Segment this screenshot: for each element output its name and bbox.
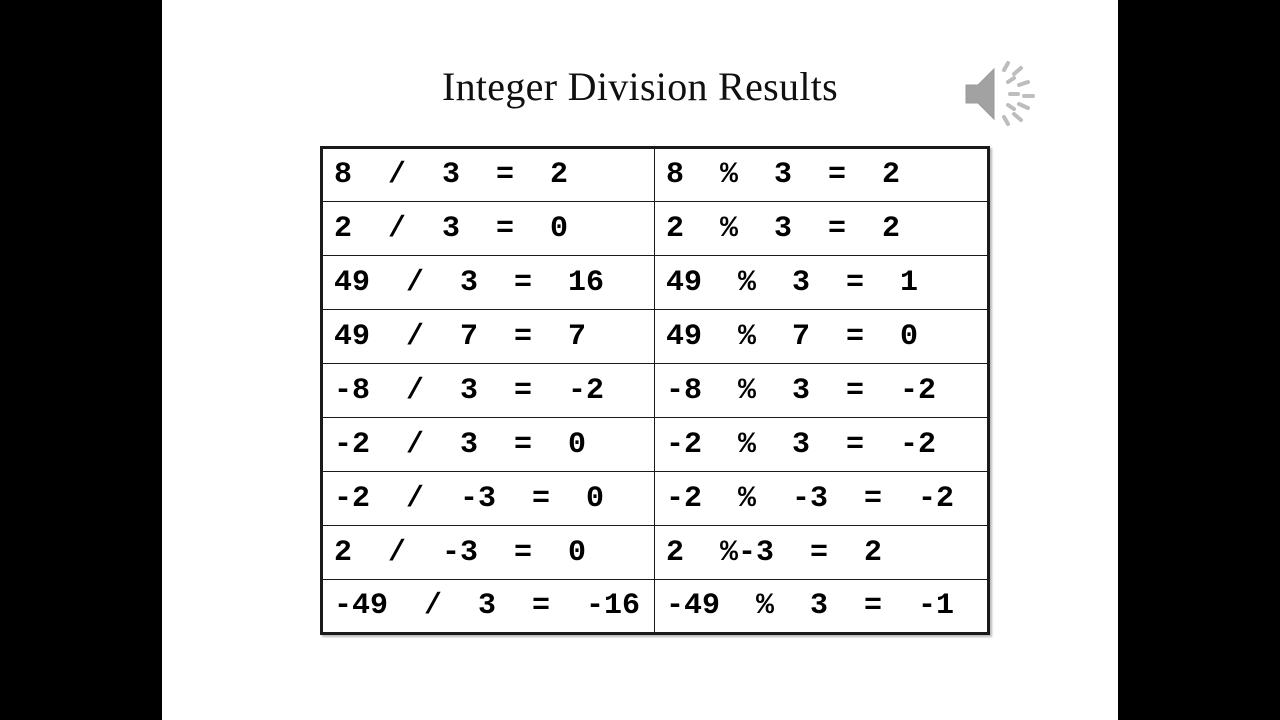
- table-row: 49 / 7 = 7 49 % 7 = 0: [321, 309, 989, 364]
- modulus-cell: 8 % 3 = 2: [654, 147, 989, 202]
- division-cell: -2 / -3 = 0: [321, 471, 655, 526]
- page-title: Integer Division Results: [441, 64, 839, 109]
- speaker-icon[interactable]: [962, 58, 1040, 130]
- division-cell: 2 / -3 = 0: [321, 525, 655, 580]
- modulus-cell: -8 % 3 = -2: [654, 363, 989, 418]
- modulus-cell: 49 % 3 = 1: [654, 255, 989, 310]
- table-row: -2 / -3 = 0 -2 % -3 = -2: [321, 471, 989, 526]
- table-body: 8 / 3 = 2 8 % 3 = 2 2 / 3 = 0 2 % 3 = 2 …: [321, 147, 989, 634]
- modulus-cell: 2 %-3 = 2: [654, 525, 989, 580]
- table-row: -8 / 3 = -2 -8 % 3 = -2: [321, 363, 989, 418]
- table-row: -2 / 3 = 0 -2 % 3 = -2: [321, 417, 989, 472]
- slide-canvas: Integer Division Results: [162, 0, 1118, 720]
- table-row: 8 / 3 = 2 8 % 3 = 2: [321, 147, 989, 202]
- division-cell: 49 / 7 = 7: [321, 309, 655, 364]
- division-cell: -2 / 3 = 0: [321, 417, 655, 472]
- division-cell: -8 / 3 = -2: [321, 363, 655, 418]
- table-row: 49 / 3 = 16 49 % 3 = 1: [321, 255, 989, 310]
- division-cell: -49 / 3 = -16: [321, 579, 655, 634]
- modulus-cell: 49 % 7 = 0: [654, 309, 989, 364]
- table-row: 2 / -3 = 0 2 %-3 = 2: [321, 525, 989, 580]
- division-cell: 2 / 3 = 0: [321, 201, 655, 256]
- division-cell: 49 / 3 = 16: [321, 255, 655, 310]
- letterbox-bar-right: [1118, 0, 1280, 720]
- integer-division-results-table: 8 / 3 = 2 8 % 3 = 2 2 / 3 = 0 2 % 3 = 2 …: [320, 146, 990, 635]
- modulus-cell: -2 % -3 = -2: [654, 471, 989, 526]
- modulus-cell: -2 % 3 = -2: [654, 417, 989, 472]
- modulus-cell: 2 % 3 = 2: [654, 201, 989, 256]
- letterbox-bar-left: [0, 0, 162, 720]
- table-row: -49 / 3 = -16 -49 % 3 = -1: [321, 579, 989, 634]
- table-row: 2 / 3 = 0 2 % 3 = 2: [321, 201, 989, 256]
- modulus-cell: -49 % 3 = -1: [654, 579, 989, 634]
- division-cell: 8 / 3 = 2: [321, 147, 655, 202]
